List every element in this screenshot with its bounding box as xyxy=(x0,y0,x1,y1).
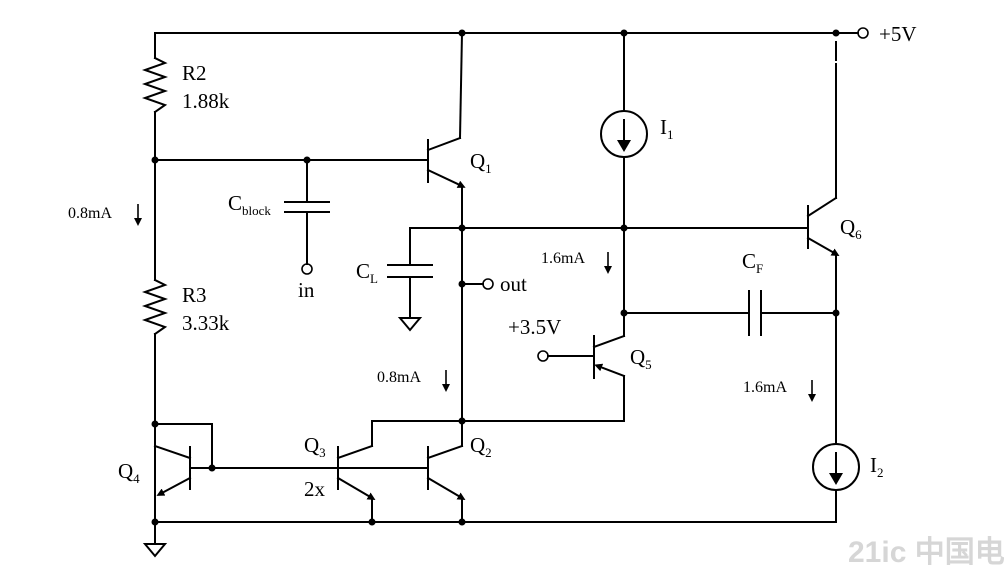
i1-label: I1 xyxy=(660,115,674,142)
vplus-terminal xyxy=(857,27,869,39)
q3-label: Q3 xyxy=(304,433,326,460)
q1-transistor-symbol xyxy=(426,136,466,188)
cf-capacitor-symbol xyxy=(748,290,762,336)
out-terminal xyxy=(482,278,494,290)
in-label: in xyxy=(298,278,315,302)
ground-icon xyxy=(397,317,423,332)
wires xyxy=(154,31,859,545)
r2-resistor-symbol xyxy=(141,56,169,114)
q6-transistor-symbol xyxy=(806,196,840,256)
cblock-capacitor-symbol xyxy=(284,201,330,213)
current-r-label: 0.8mA xyxy=(68,205,112,222)
r3-name-label: R3 xyxy=(182,283,207,307)
q5-label: Q5 xyxy=(630,345,652,372)
cf-label: CF xyxy=(742,249,763,276)
q6-label: Q6 xyxy=(840,215,862,242)
v35-label: +3.5V xyxy=(508,315,561,339)
in-terminal xyxy=(301,263,313,275)
ground-icon xyxy=(142,543,168,558)
r2-value-label: 1.88k xyxy=(182,89,230,113)
v35-terminal xyxy=(537,350,549,362)
r3-resistor-symbol xyxy=(141,278,169,336)
q5-transistor-symbol xyxy=(592,334,626,379)
cl-label: CL xyxy=(356,259,378,286)
q1-label: Q1 xyxy=(470,149,492,176)
q2-label: Q2 xyxy=(470,433,492,460)
cblock-label: Cblock xyxy=(228,191,271,218)
q3-multiplier-label: 2x xyxy=(304,477,326,501)
i1-current-source xyxy=(600,110,648,158)
current-i2-label: 1.6mA xyxy=(743,379,787,396)
i2-label: I2 xyxy=(870,453,884,480)
q4-transistor-symbol xyxy=(153,444,192,496)
watermark-logo: 21ic 中国电子网 xyxy=(848,536,1004,569)
junction-dots xyxy=(151,29,840,526)
current-i1-label: 1.6mA xyxy=(541,250,585,267)
i2-current-source xyxy=(812,443,860,491)
vplus-label: +5V xyxy=(879,22,917,46)
out-label: out xyxy=(500,272,527,296)
r2-name-label: R2 xyxy=(182,61,207,85)
q3-transistor-symbol xyxy=(336,444,376,501)
q4-label: Q4 xyxy=(118,459,140,486)
q2-transistor-symbol xyxy=(426,444,466,501)
current-q2-label: 0.8mA xyxy=(377,369,421,386)
cl-capacitor-symbol xyxy=(387,264,433,278)
r3-value-label: 3.33k xyxy=(182,311,230,335)
